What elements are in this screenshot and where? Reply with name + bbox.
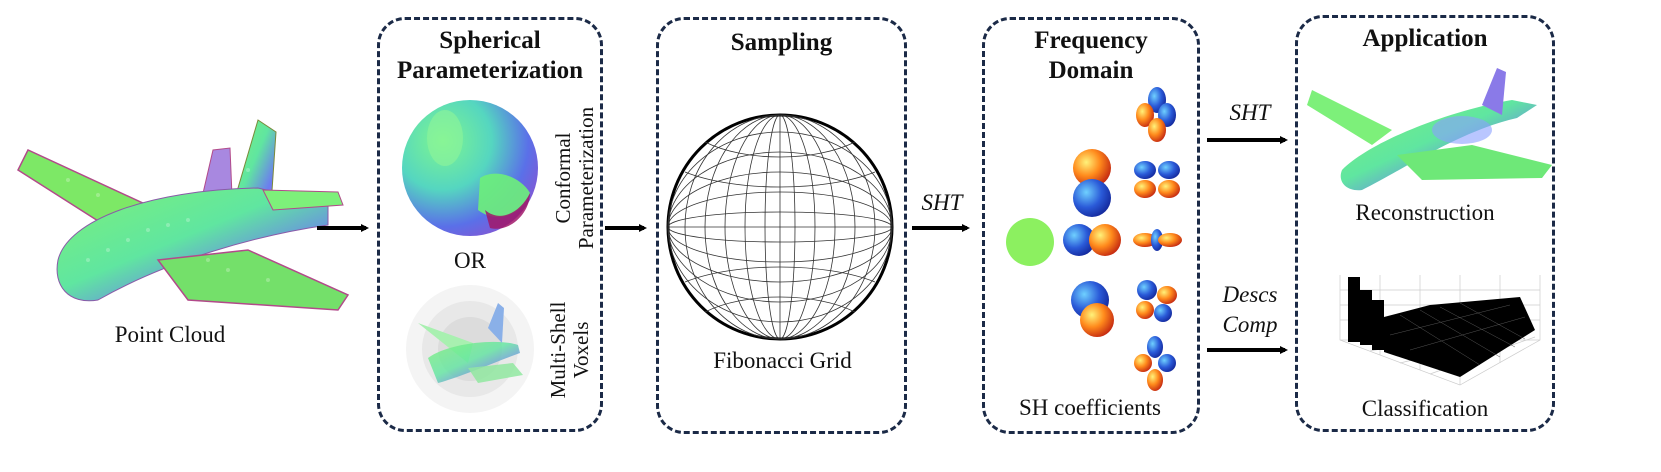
application-stage-title: Application bbox=[1362, 25, 1488, 52]
frequency-stage-box bbox=[982, 17, 1200, 434]
descs-comp-label: Descs Comp bbox=[1210, 280, 1290, 340]
multi-shell-voxels-image bbox=[406, 285, 534, 413]
sh-coefficients-caption: SH coefficients bbox=[1018, 395, 1161, 420]
sh-l2-2 bbox=[1134, 161, 1180, 198]
sh-l1-bottom bbox=[1071, 281, 1114, 337]
fibonacci-grid-sphere bbox=[666, 113, 894, 341]
sht-label-1: SHT bbox=[921, 190, 963, 215]
param-title-line1: Spherical bbox=[439, 27, 541, 54]
point-cloud-caption: Point Cloud bbox=[114, 322, 226, 347]
sh-l2-3 bbox=[1133, 229, 1182, 251]
sh-basis-functions bbox=[1006, 87, 1182, 391]
descs-line1: Descs bbox=[1222, 282, 1278, 307]
sh-l2-5 bbox=[1134, 336, 1176, 391]
sh-l2-4 bbox=[1136, 280, 1177, 322]
classification-caption: Classification bbox=[1361, 396, 1489, 421]
sh-l1-mid bbox=[1063, 224, 1121, 256]
reconstruction-airplane-image bbox=[1307, 68, 1552, 191]
conformal-sphere-image bbox=[402, 100, 538, 236]
param-stage-title: Spherical Parameterization bbox=[380, 26, 600, 86]
reconstruction-caption: Reconstruction bbox=[1355, 200, 1495, 225]
sh-l0 bbox=[1006, 218, 1054, 266]
fibonacci-grid-caption: Fibonacci Grid bbox=[713, 348, 852, 373]
frequency-title-line1: Frequency bbox=[1034, 27, 1148, 54]
or-label: OR bbox=[454, 248, 486, 273]
frequency-stage-title: Frequency Domain bbox=[985, 26, 1197, 86]
application-stage-box bbox=[1295, 15, 1555, 432]
sh-l2-1 bbox=[1136, 87, 1176, 142]
descs-line2: Comp bbox=[1222, 312, 1278, 337]
point-cloud-airplane-image bbox=[17, 119, 350, 311]
classification-histogram-image bbox=[1339, 275, 1541, 386]
frequency-title-line2: Domain bbox=[1048, 57, 1134, 84]
param-title-line2: Parameterization bbox=[396, 57, 584, 84]
param-stage-box bbox=[377, 17, 603, 432]
sampling-stage-box bbox=[656, 17, 907, 434]
sampling-stage-title: Sampling bbox=[730, 29, 833, 56]
sh-l1-top bbox=[1073, 149, 1111, 217]
sht-label-2: SHT bbox=[1229, 100, 1271, 125]
